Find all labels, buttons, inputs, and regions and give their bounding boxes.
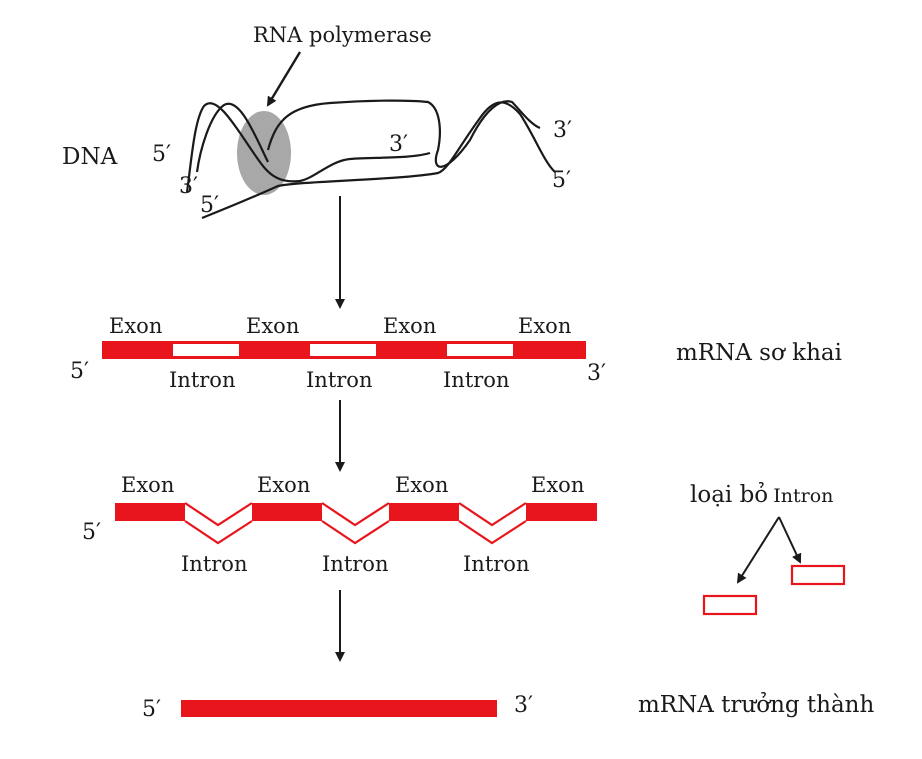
dna-label: DNA (62, 144, 118, 170)
polymerase-arrow (266, 51, 302, 107)
pre-mrna-section: Exon Exon Exon Exon Intron Intron Intron… (70, 314, 842, 392)
exon-label: Exon (246, 314, 299, 338)
five-prime-label: 5′ (142, 697, 161, 722)
three-prime-label: 3′ (553, 118, 572, 143)
mature-mrna-strand (181, 700, 497, 717)
intron-label: Intron (169, 368, 235, 392)
intron-loop (184, 502, 253, 545)
exon-segment (115, 503, 185, 521)
intron-label: Intron (322, 552, 388, 576)
exon-label: Exon (257, 473, 310, 497)
five-prime-label: 5′ (200, 193, 219, 218)
three-prime-label: 3′ (179, 174, 198, 199)
dna-strand (266, 99, 541, 168)
exon-segment (252, 503, 322, 521)
three-prime-label: 3′ (587, 361, 606, 386)
intron-loop (458, 502, 527, 545)
five-prime-label: 5′ (82, 520, 101, 545)
five-prime-label: 5′ (152, 142, 171, 167)
mature-mrna-caption: mRNA trưởng thành (638, 692, 874, 718)
excised-intron (790, 564, 846, 586)
exon-label: Exon (531, 473, 584, 497)
remove-intron-caption: loại bỏ Intron (690, 482, 833, 508)
intron-label: Intron (306, 368, 372, 392)
dna-strand (201, 101, 556, 220)
exon-segment (389, 503, 459, 521)
exon-segment (526, 503, 597, 521)
dna-strand (185, 102, 431, 193)
exon-label: Exon (121, 473, 174, 497)
three-prime-label: 3′ (389, 132, 408, 157)
intron-label: Intron (443, 368, 509, 392)
mature-mrna-section: 5′ 3′ mRNA trưởng thành (142, 692, 874, 722)
intron-loop (321, 502, 390, 545)
polymerase-label: RNA polymerase (253, 23, 432, 47)
pre-mrna-caption: mRNA sơ khai (676, 340, 842, 366)
intron-segment (310, 344, 376, 356)
intron-label: Intron (181, 552, 247, 576)
three-prime-label: 3′ (514, 693, 533, 718)
exon-label: Exon (395, 473, 448, 497)
dna-section: DNA RNA polymerase 5′ 3′ 5′ 3′ 3′ 5′ (62, 23, 572, 220)
five-prime-label: 5′ (552, 168, 571, 193)
dna-strand (195, 102, 269, 173)
intron-segment (447, 344, 513, 356)
removal-arrow (736, 516, 780, 584)
exon-label: Exon (518, 314, 571, 338)
exon-label: Exon (383, 314, 436, 338)
splicing-section: Exon Exon Exon Exon Intron Intron Intron… (82, 473, 846, 616)
removal-arrow (778, 516, 802, 564)
excised-intron (702, 594, 758, 616)
exon-label: Exon (109, 314, 162, 338)
intron-label: Intron (463, 552, 529, 576)
intron-segment (173, 344, 239, 356)
five-prime-label: 5′ (70, 359, 89, 384)
